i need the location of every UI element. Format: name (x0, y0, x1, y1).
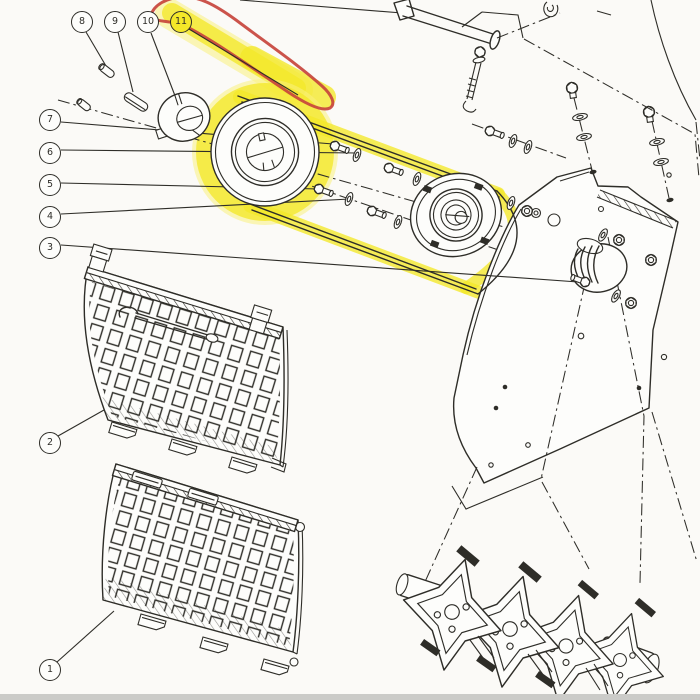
callout-4-number: 4 (46, 211, 54, 223)
rail-clamp-right (248, 304, 273, 335)
leader-line-10 (150, 32, 178, 102)
callout-6-number: 6 (46, 147, 54, 159)
leader-line-2 (57, 409, 105, 437)
bearing-flange-unit (409, 172, 503, 258)
callout-4: 4 (39, 206, 61, 228)
leader-line-11 (188, 28, 299, 96)
callout-9-number: 9 (111, 16, 119, 28)
leader-line-3 (60, 244, 593, 284)
callout-5-number: 5 (46, 179, 54, 191)
leader-line-9 (117, 31, 134, 93)
drive-pulley (210, 97, 320, 207)
mounting-bolt-stack-2 (642, 105, 674, 203)
callout-8: 8 (71, 11, 93, 33)
taper-bushing (155, 92, 211, 142)
red-annotation-circle (149, 0, 335, 111)
projection-lines (423, 411, 698, 585)
callout-10-number: 10 (141, 16, 155, 28)
leader-line-1 (56, 610, 115, 663)
belt-tensioner (568, 226, 657, 310)
leader-line-8 (85, 31, 107, 67)
callout-3-number: 3 (46, 242, 54, 254)
upper-grate (83, 243, 289, 476)
callout-1-number: 1 (46, 664, 54, 676)
dowel-pin (98, 63, 115, 78)
callout-1: 1 (39, 659, 61, 681)
flail-blades (420, 545, 656, 689)
grate-top-rail (83, 266, 284, 340)
callout-6: 6 (39, 142, 61, 164)
callout-2: 2 (39, 432, 61, 454)
grate-handle (118, 306, 219, 343)
paper-edge (0, 694, 700, 700)
flail-rotor (388, 545, 677, 700)
callout-11: 11 (170, 11, 192, 33)
callout-11-number: 11 (174, 16, 188, 28)
fastener-row-upper-right (483, 124, 534, 156)
callout-7-number: 7 (46, 114, 54, 126)
fastener-set-lower (312, 182, 404, 231)
callout-9: 9 (104, 11, 126, 33)
callout-10: 10 (137, 11, 159, 33)
callout-8-number: 8 (78, 16, 86, 28)
yellow-highlighter-marks (155, 0, 520, 299)
rail-bracket-2 (187, 487, 219, 506)
leader-line-4 (60, 198, 351, 215)
dowel-pin-2 (76, 97, 91, 112)
rail-clamp-left (88, 243, 113, 273)
shaft-key (123, 92, 149, 112)
callout-3: 3 (39, 237, 61, 259)
callout-5: 5 (39, 174, 61, 196)
mounting-bolt-stack-1 (565, 81, 597, 175)
rail-bracket-1 (131, 470, 163, 489)
frame-corner-outline (461, 0, 700, 179)
callout-7: 7 (39, 109, 61, 131)
callout-2-number: 2 (46, 437, 54, 449)
lower-grate (101, 463, 306, 678)
support-rod (239, 0, 612, 113)
side-plate (451, 167, 679, 584)
